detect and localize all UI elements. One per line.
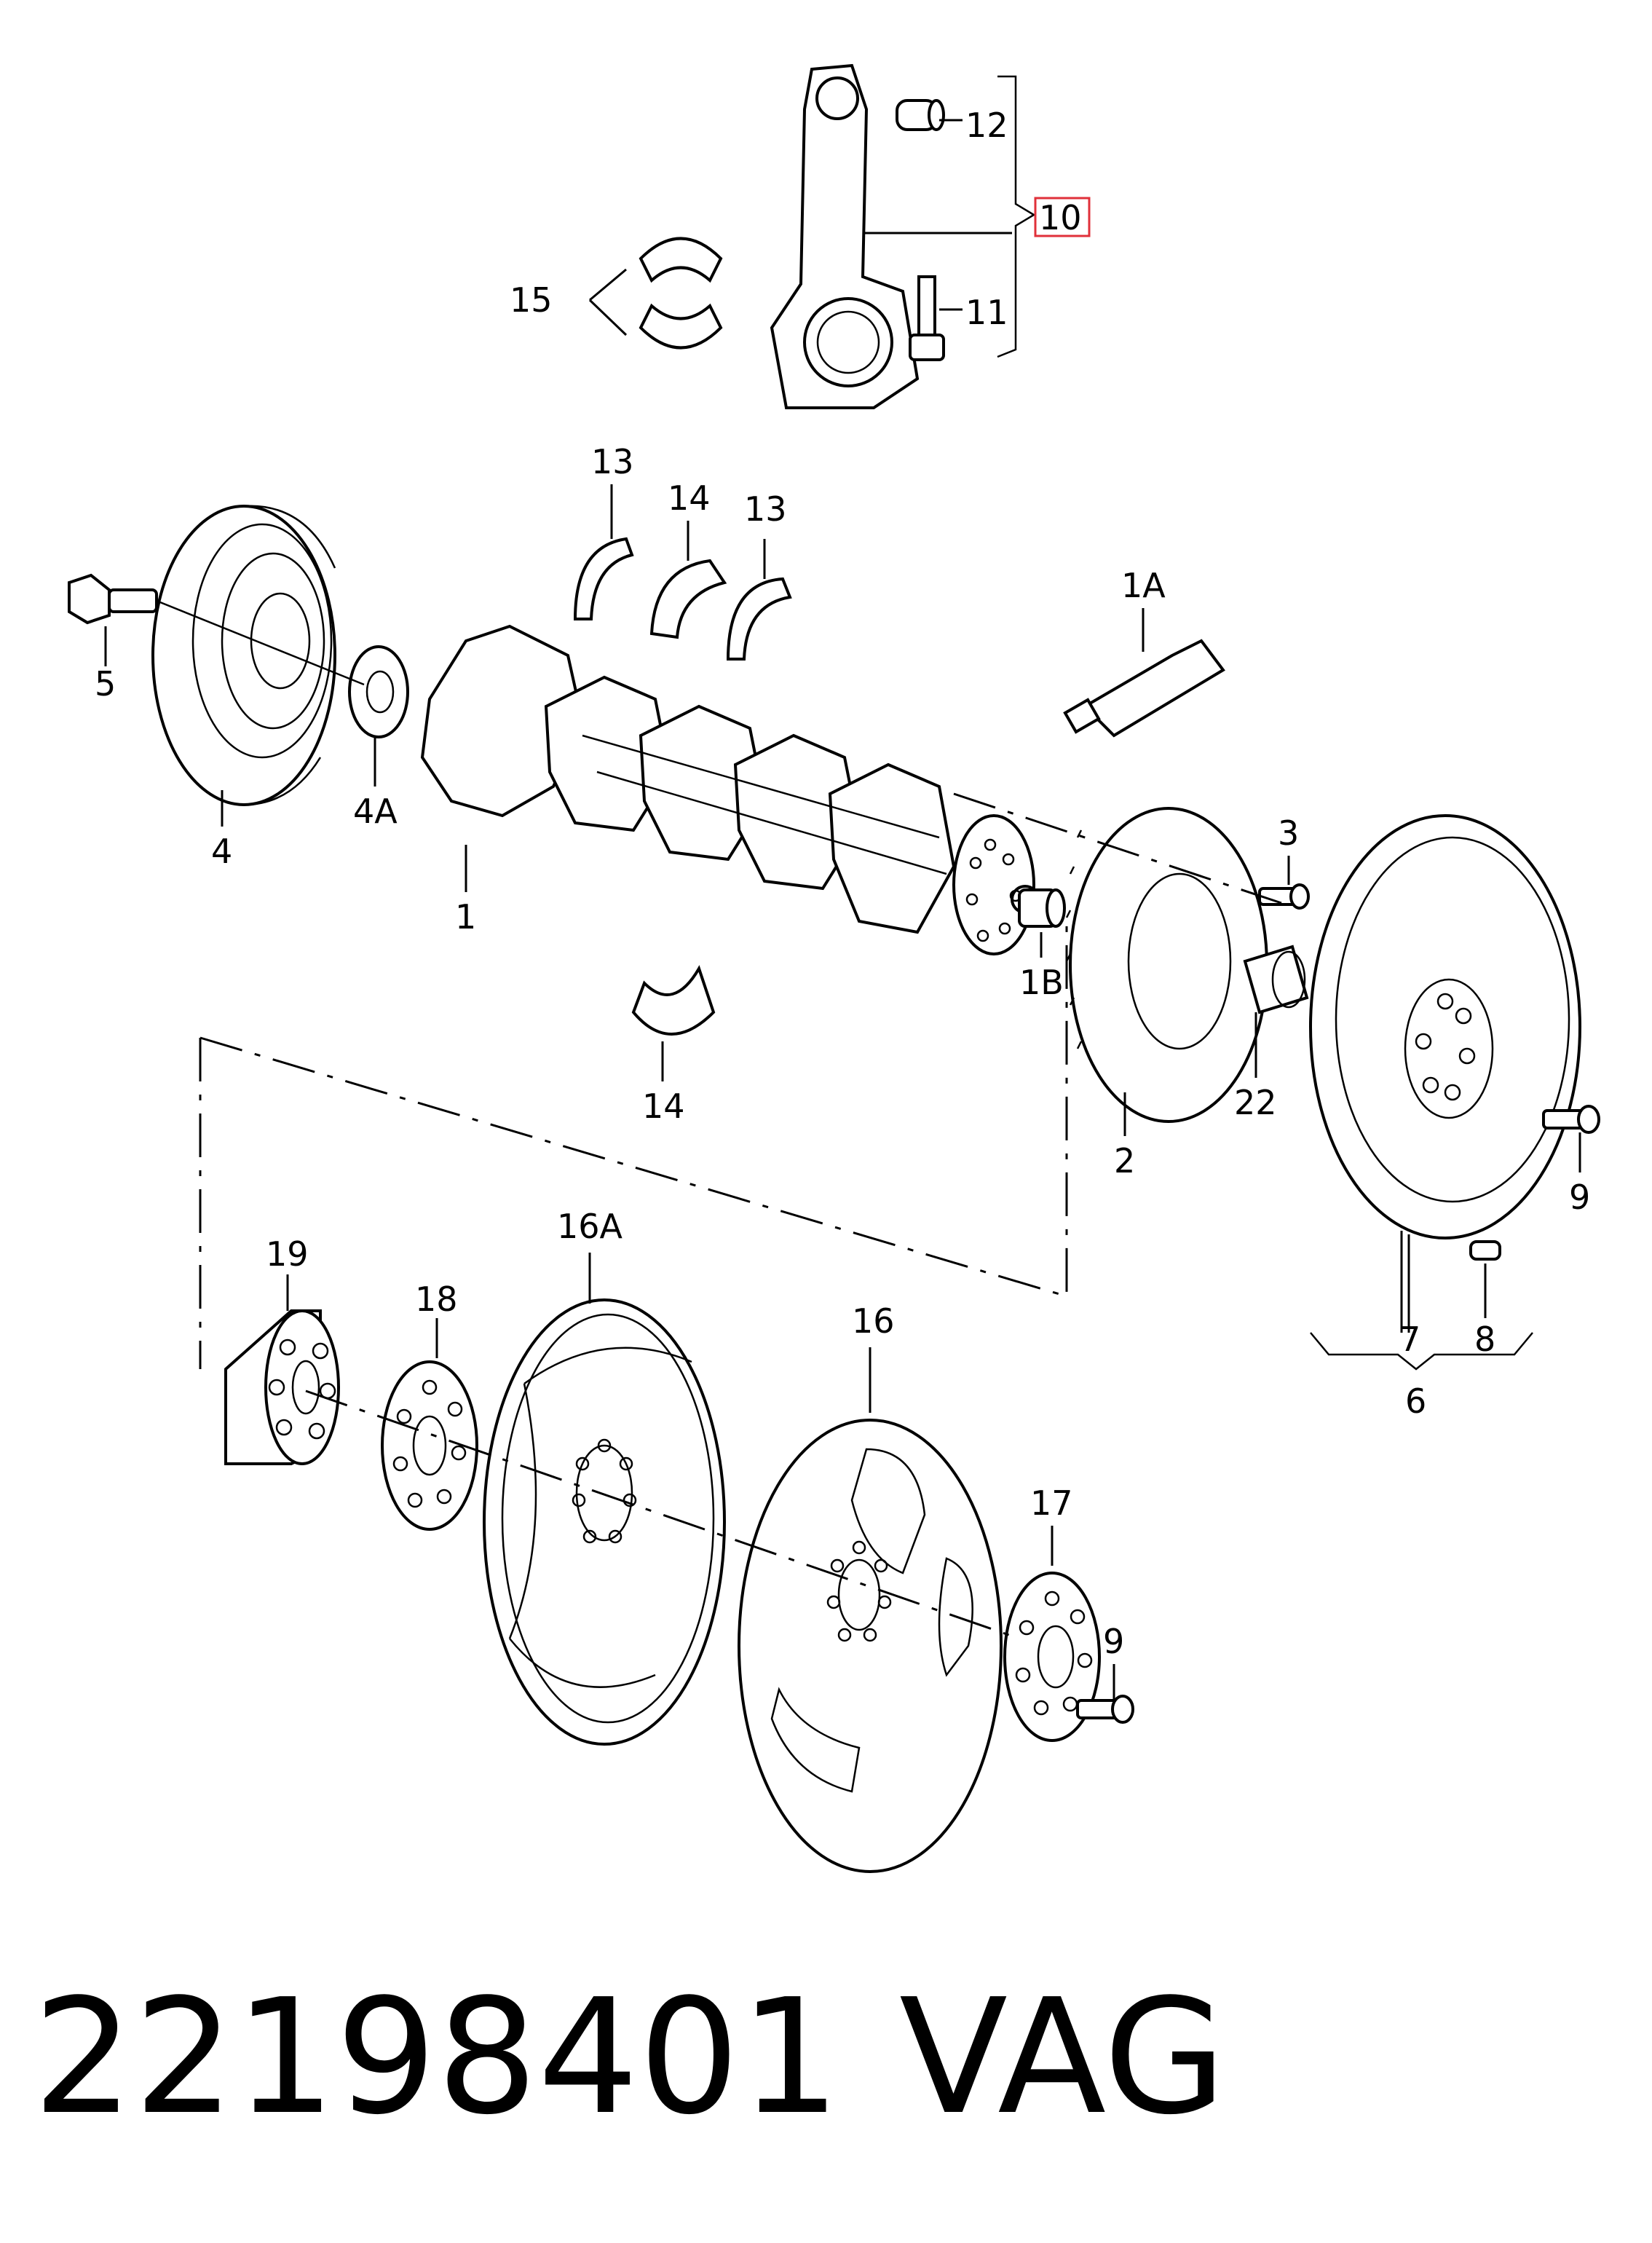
drive-plate-16 [738,1419,1003,1873]
callout-16: 16 [852,1301,895,1341]
callout-13-right: 13 [744,489,787,529]
drive-plate-2 [1065,807,1268,1123]
callout-18: 18 [415,1280,458,1319]
callout-14-lower: 14 [642,1087,685,1126]
rod-bearing-shells [639,237,723,350]
callout-11: 11 [965,293,1008,332]
flywheel-bolt-holes [1415,993,1476,1101]
callout-12: 12 [965,106,1008,145]
callout-13-left: 13 [591,442,634,481]
spacer-sleeve-1b [1018,888,1066,928]
callout-10: 10 [1039,198,1082,237]
callout-3: 3 [1278,813,1299,853]
thrust-washer-4a [348,645,409,738]
main-bearing-shell-lower [631,965,716,1036]
bolt-3 [1258,883,1310,910]
flex-plate-16a [483,1298,726,1746]
pulley-bolt [68,573,158,625]
callout-9-upper: 9 [1569,1178,1590,1217]
connecting-rod [770,63,920,409]
part-number: 22198401 [33,1966,841,2150]
brand-name: VAG [899,1966,1226,2150]
callout-16a: 16A [557,1207,623,1246]
callout-14-upper: 14 [668,478,711,518]
crankshaft-pulley [151,505,336,806]
needle-bearing-22 [1243,945,1309,1014]
sealant-tube [1063,639,1225,738]
main-bearing-shell-upper [649,559,727,639]
flywheel-bolt-9 [1542,1105,1600,1134]
thrust-washer-right [726,577,792,661]
callout-4a: 4A [353,792,398,831]
callout-4: 4 [211,832,232,871]
dual-mass-flywheel [1309,814,1581,1239]
crankshaft [420,624,1040,955]
dowel-pin-8 [1469,1240,1501,1261]
reinforcement-washer-17 [1003,1572,1101,1742]
callout-5: 5 [95,664,116,703]
callout-17: 17 [1030,1483,1073,1523]
crankshaft-flange-bolt-holes [965,838,1022,942]
callout-2: 2 [1114,1141,1135,1180]
flex-plate-bolt-9 [1076,1695,1134,1724]
piston-pin-bushing [896,99,945,131]
callout-7: 7 [1399,1320,1420,1359]
callout-6: 6 [1405,1381,1426,1421]
thrust-washer-left [573,537,634,620]
callout-22: 22 [1234,1083,1277,1122]
callout-1b: 1B [1019,963,1064,1002]
callout-15: 15 [510,280,553,320]
callout-10-highlight [1034,197,1091,237]
callout-1: 1 [455,897,476,937]
callout-19: 19 [266,1234,309,1274]
shim-plate-18 [381,1360,478,1531]
spacer-hub-19 [224,1309,340,1465]
callout-1a: 1A [1121,566,1166,605]
callout-9-lower: 9 [1103,1622,1124,1661]
callout-8: 8 [1474,1320,1495,1359]
rod-bolt [909,275,945,361]
